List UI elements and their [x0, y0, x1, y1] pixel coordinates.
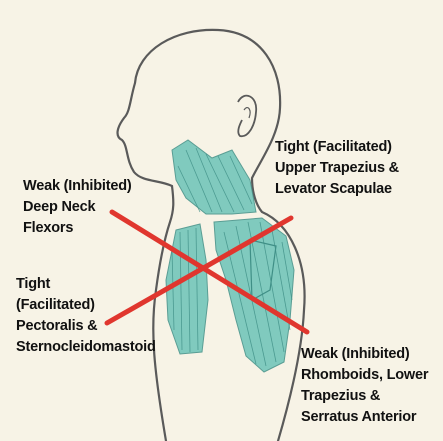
label-upper-trapezius-levator-scapulae: Tight (Facilitated) Upper Trapezius & Le…	[275, 137, 399, 200]
label-line: (Facilitated)	[16, 295, 156, 316]
label-line: Weak (Inhibited)	[301, 344, 428, 365]
label-line: Tight (Facilitated)	[275, 137, 399, 158]
label-line: Rhomboids, Lower	[301, 365, 428, 386]
label-line: Serratus Anterior	[301, 407, 428, 428]
label-line: Trapezius &	[301, 386, 428, 407]
label-line: Pectoralis &	[16, 316, 156, 337]
ear-inner	[244, 108, 250, 118]
ear-outline	[238, 96, 256, 137]
label-line: Deep Neck	[23, 197, 132, 218]
pectoral-muscle	[166, 224, 208, 354]
neck-muscle	[172, 140, 256, 214]
label-pectoralis-sternocleidomastoid: Tight (Facilitated) Pectoralis & Sternoc…	[16, 274, 156, 358]
label-line: Tight	[16, 274, 156, 295]
label-line: Flexors	[23, 218, 132, 239]
label-rhomboids-trapezius-serratus: Weak (Inhibited) Rhomboids, Lower Trapez…	[301, 344, 428, 428]
label-line: Levator Scapulae	[275, 179, 399, 200]
label-line: Weak (Inhibited)	[23, 176, 132, 197]
label-line: Upper Trapezius &	[275, 158, 399, 179]
label-line: Sternocleidomastoid	[16, 337, 156, 358]
label-deep-neck-flexors: Weak (Inhibited) Deep Neck Flexors	[23, 176, 132, 239]
